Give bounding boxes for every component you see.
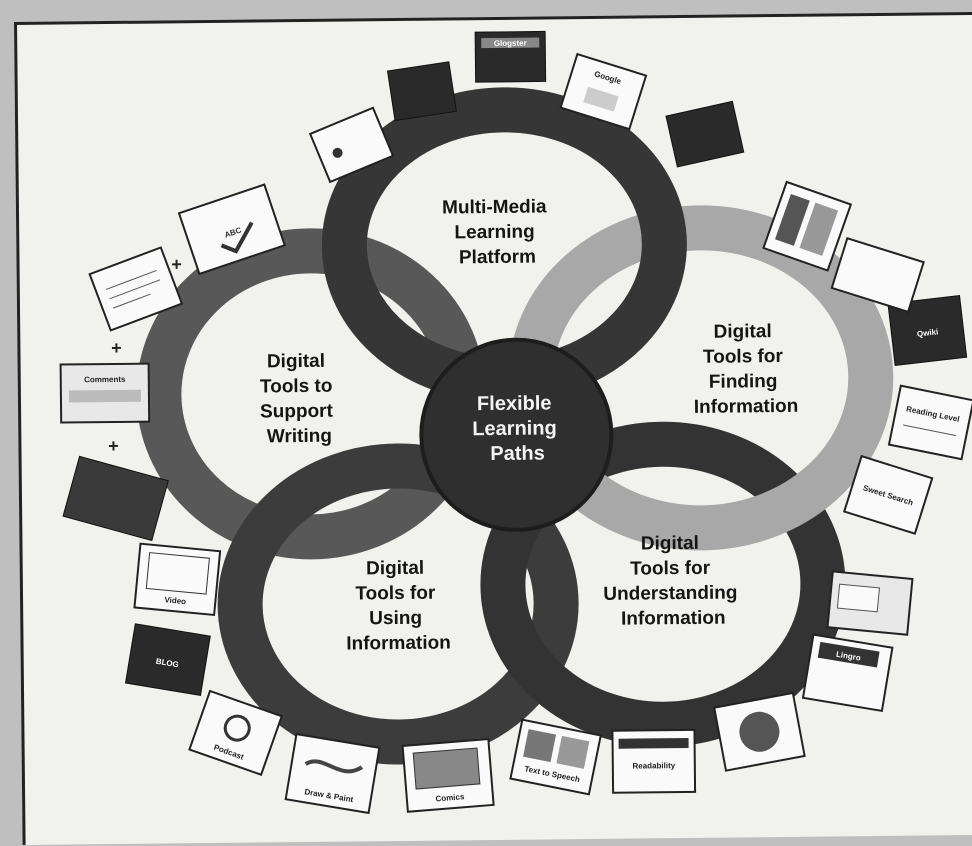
tile-reading: Reading Level — [887, 384, 972, 461]
tile-comments: Comments — [59, 362, 151, 424]
svg-text:Comics: Comics — [435, 792, 465, 803]
center-circle — [419, 337, 614, 532]
ring-writing-label: Digital Tools to Support Writing — [259, 351, 338, 448]
tile-podcast: Podcast — [188, 689, 283, 776]
tile-left-3 — [62, 455, 169, 542]
plus-icon: + — [111, 338, 122, 358]
center-label: Flexible Learning Paths — [472, 392, 563, 465]
ring-using-label: Digital Tools for Using Information — [345, 557, 450, 654]
tile-comics: Comics — [401, 737, 495, 813]
svg-text:Lingro: Lingro — [835, 650, 861, 663]
tile-dark-2 — [665, 100, 745, 168]
tile-screen — [826, 570, 914, 636]
tile-glogster: Glogster — [474, 30, 547, 83]
ring-multi-media-label: Multi-Media Learning Platform — [442, 196, 553, 268]
tile-white-1 — [308, 106, 395, 184]
tile-google: Google — [559, 52, 648, 131]
tile-globe — [713, 691, 806, 772]
ring-understanding-shape — [480, 421, 846, 747]
tile-qwiki: Qwiki — [887, 295, 968, 367]
tile-lingro: Lingro — [801, 633, 894, 713]
svg-text:Readability: Readability — [632, 761, 675, 770]
svg-text:Comments: Comments — [84, 375, 126, 384]
tile-thesaurus — [88, 246, 184, 332]
tile-video: Video — [133, 542, 222, 617]
learning-paths-diagram: Multi-Media Learning Platform Digital To… — [59, 30, 972, 815]
tile-dark-1 — [386, 61, 457, 122]
svg-text:Glogster: Glogster — [494, 39, 527, 48]
tile-colors — [762, 180, 853, 272]
ring-using-shape — [217, 443, 579, 765]
tile-spelling: ABC — [177, 183, 286, 276]
tile-text-to-speech: Text to Speech — [509, 718, 602, 796]
tile-white-2 — [830, 237, 925, 314]
ring-finding-label: Digital Tools for Finding Information — [693, 321, 798, 418]
svg-text:BLOG: BLOG — [155, 657, 179, 670]
diagram-frame: Multi-Media Learning Platform Digital To… — [14, 11, 972, 845]
tile-draw-paint: Draw & Paint — [284, 732, 381, 815]
svg-text:Qwiki: Qwiki — [916, 327, 938, 338]
ring-understanding-label: Digital Tools for Understanding Informat… — [603, 532, 743, 629]
plus-icon: + — [108, 436, 119, 456]
svg-text:Video: Video — [164, 595, 187, 606]
tile-sweet-search: Sweet Search — [842, 454, 934, 535]
tile-readability: Readability — [611, 728, 697, 794]
tile-blog: BLOG — [124, 623, 211, 696]
plus-icon: + — [171, 254, 182, 274]
